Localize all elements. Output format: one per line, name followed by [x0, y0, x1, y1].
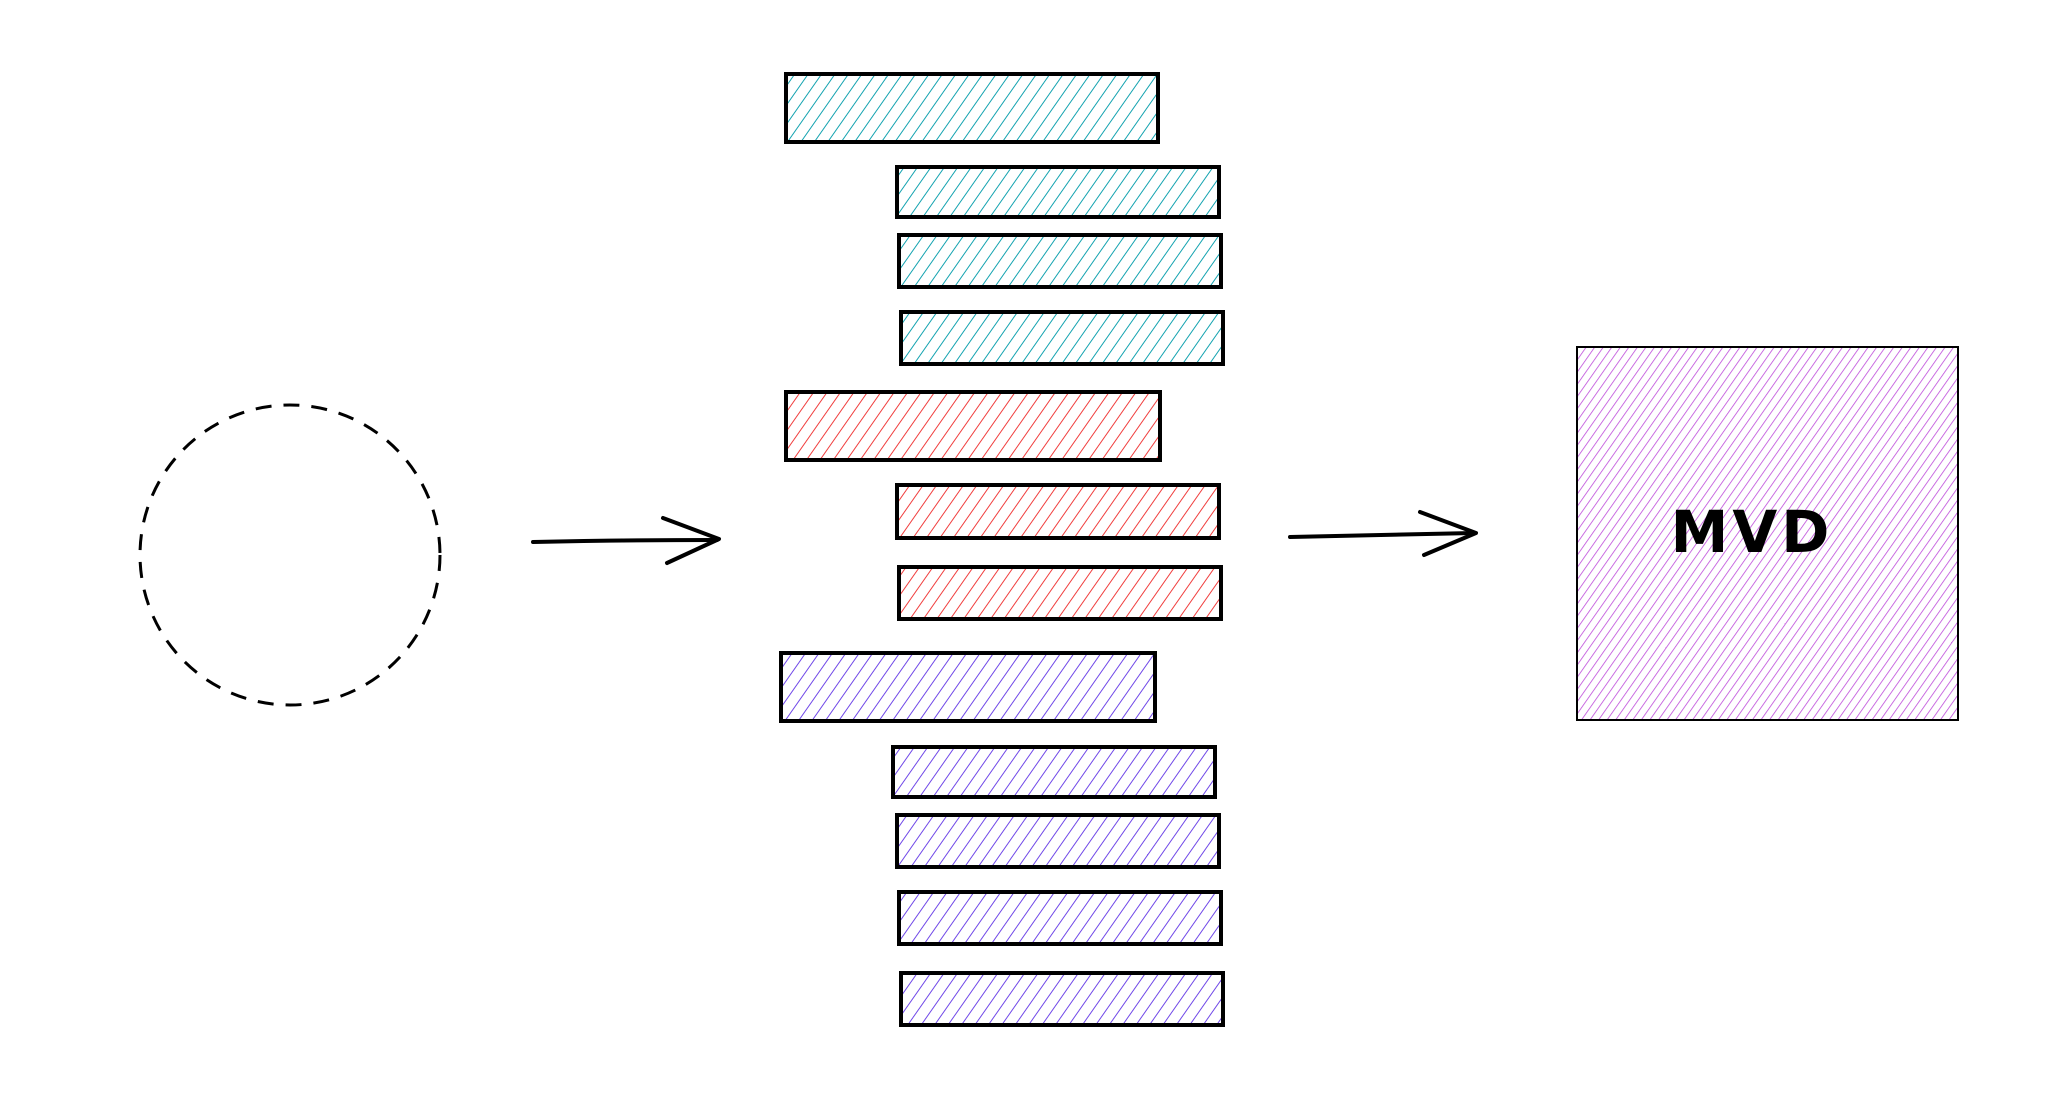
feature-bar-violet-primary — [779, 651, 1157, 723]
feature-stack — [779, 72, 1225, 1027]
feature-bar-violet-secondary — [899, 971, 1225, 1027]
mvd-label: MVD — [1671, 498, 1834, 566]
mvd-rect — [1576, 346, 1959, 721]
arrow-shaft — [531, 538, 719, 544]
arrow-to-mvd — [1288, 510, 1478, 557]
feature-bar-red-secondary — [897, 565, 1223, 621]
feature-bar-red-secondary — [895, 483, 1221, 540]
feature-bar-violet-secondary — [895, 813, 1221, 869]
feature-bar-teal-secondary — [895, 165, 1221, 219]
feature-bar-red-primary — [784, 390, 1162, 462]
mvd-box: MVD — [1576, 346, 1959, 721]
arrow-head — [1418, 510, 1478, 557]
arrow-shaft — [1288, 531, 1476, 539]
arrow-to-features — [531, 516, 721, 565]
feature-bar-violet-secondary — [897, 890, 1223, 946]
feature-bar-teal-secondary — [899, 310, 1225, 366]
feature-bar-teal-secondary — [897, 233, 1223, 289]
feature-bar-violet-secondary — [891, 745, 1217, 799]
feature-bar-teal-primary — [784, 72, 1160, 144]
arrow-head — [661, 516, 721, 565]
source-circle — [138, 403, 442, 707]
